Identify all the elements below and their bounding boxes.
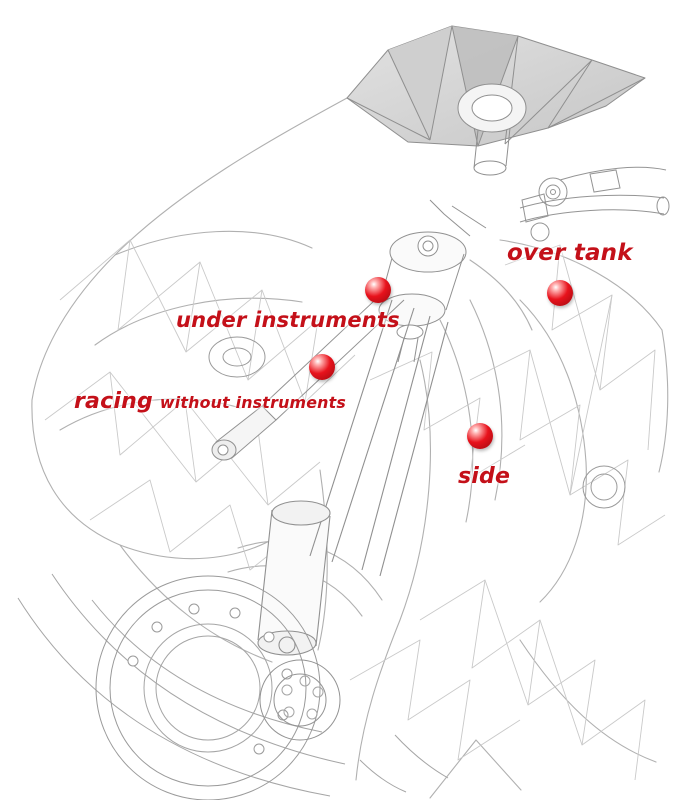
marker-label-racing: racing without instruments	[74, 389, 346, 414]
marker-dot-over-tank	[547, 280, 573, 306]
right-handlebar	[519, 166, 670, 242]
marker-dot-racing	[309, 354, 335, 380]
left-clipon	[211, 285, 405, 461]
over-tank-text: over tank	[507, 240, 633, 266]
mesh-lines	[44, 239, 666, 781]
marker-label-under-instruments: under instruments	[176, 308, 400, 332]
fuel-cap	[582, 465, 626, 509]
racing-text-main: racing	[74, 389, 153, 414]
fairing-vent	[208, 336, 266, 378]
marker-dot-side	[467, 423, 493, 449]
under-instruments-text: under instruments	[176, 308, 400, 332]
fairing-outlines	[31, 97, 669, 799]
marker-label-over-tank: over tank	[507, 240, 633, 266]
instrument-pod	[457, 83, 527, 176]
marker-dot-under-instruments	[365, 277, 391, 303]
marker-label-side: side	[458, 464, 510, 489]
triple-clamp	[378, 199, 487, 363]
front-wheel	[17, 573, 449, 800]
racing-text-sub: without instruments	[159, 393, 347, 412]
side-text: side	[458, 464, 511, 489]
front-fork	[257, 299, 449, 656]
